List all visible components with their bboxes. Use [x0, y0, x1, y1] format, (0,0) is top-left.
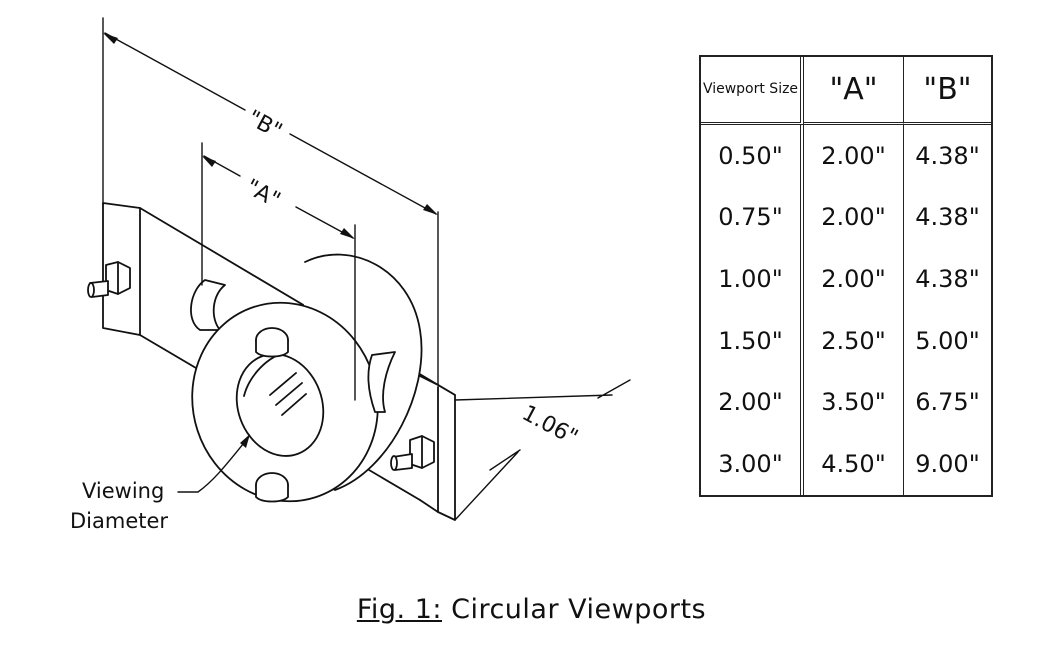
cell-a: 3.50"	[804, 371, 904, 434]
glass-hatch	[269, 372, 307, 416]
cell-a: 2.00"	[804, 125, 904, 187]
viewport-size-table: Viewport Size "A" "B" 0.50" 2.00" 4.38" …	[699, 55, 993, 497]
caption-prefix: Fig. 1:	[356, 594, 442, 625]
dim-a-label: "A"	[241, 175, 284, 214]
dim-thickness-label: 1.06"	[518, 401, 582, 451]
header-b: "B"	[904, 57, 991, 125]
cell-size: 1.50"	[701, 310, 804, 372]
cell-size: 3.00"	[701, 433, 804, 495]
cell-b: 4.38"	[915, 203, 980, 232]
viewing-leader	[177, 437, 249, 493]
cell-b: 4.38"	[915, 141, 980, 170]
dim-b-label: "B"	[243, 106, 286, 145]
header-viewport-size: Viewport Size	[701, 57, 804, 125]
viewport-isometric-drawing: "B" "A" 1.06" Viewing Diameter	[70, 17, 631, 533]
figure-caption: Fig. 1: Circular Viewports	[0, 594, 1063, 625]
cell-a: 2.00"	[804, 248, 904, 310]
header-a: "A"	[804, 57, 904, 125]
cell-size: 1.00"	[701, 248, 804, 310]
cell-b: 5.00"	[915, 326, 980, 355]
flange-tab-left	[190, 279, 226, 331]
viewing-label-line1: Viewing	[82, 479, 164, 503]
viewing-label-line2: Diameter	[70, 509, 168, 533]
cell-size: 2.00"	[701, 371, 804, 434]
flange-bolt-bottom	[255, 472, 289, 503]
cell-a: 2.00"	[804, 186, 904, 249]
cell-a: 4.50"	[804, 433, 904, 495]
cell-b: 4.38"	[915, 265, 980, 294]
mounting-plate-right	[381, 356, 456, 521]
cell-b: 9.00"	[915, 450, 980, 479]
dim-thickness-line	[454, 379, 631, 521]
cell-size: 0.50"	[701, 125, 804, 187]
caption-text: Circular Viewports	[451, 594, 707, 625]
cell-a: 2.50"	[804, 310, 904, 372]
flange-bolt-top	[255, 327, 289, 358]
flange-tab-right	[367, 351, 396, 413]
cell-size: 0.75"	[701, 186, 804, 249]
dim-b-line	[104, 32, 437, 215]
cell-b: 6.75"	[915, 388, 980, 417]
